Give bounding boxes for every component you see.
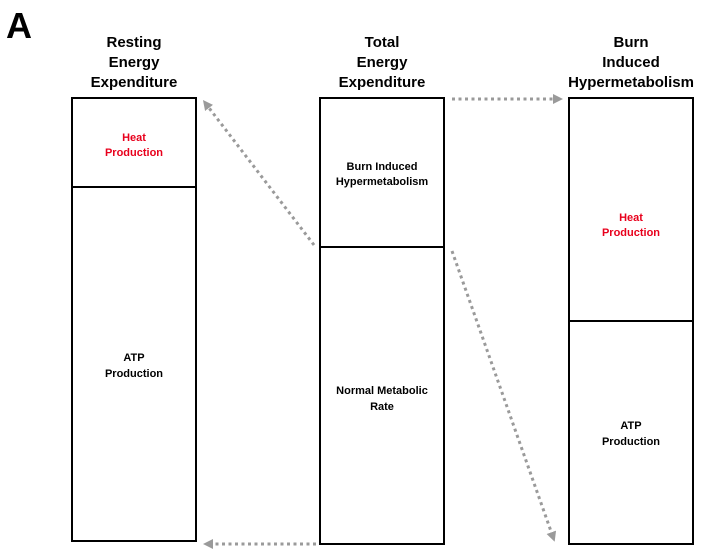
svg-text:Hypermetabolism: Hypermetabolism [336,176,429,188]
dotted-arrow-to-burn-bottom [450,250,557,542]
panel-label: A [6,5,32,46]
dotted-arrow-to-resting-top [202,100,316,246]
svg-text:Hypermetabolism: Hypermetabolism [568,74,694,91]
column-title-resting: Resting Energy Expenditure [91,34,178,91]
svg-text:Resting: Resting [106,34,161,51]
svg-text:Induced: Induced [602,54,660,71]
atp-production-label: ATP [123,352,144,364]
total-energy-bar: Burn Induced Hypermetabolism Normal Meta… [319,97,445,545]
svg-text:Production: Production [602,227,660,239]
svg-text:Expenditure: Expenditure [91,74,178,91]
heat-production-label: Heat [122,132,146,144]
svg-text:Burn: Burn [614,34,649,51]
svg-text:Production: Production [105,147,163,159]
svg-text:Production: Production [105,368,163,380]
resting-energy-bar: Heat Production ATP Production [71,97,197,542]
atp-production-label: ATP [620,420,641,432]
svg-text:Expenditure: Expenditure [339,74,426,91]
column-title-burn: Burn Induced Hypermetabolism [568,34,694,91]
burn-hypermetabolism-label: Burn Induced [347,161,418,173]
heat-production-label: Heat [619,212,643,224]
column-title-total: Total Energy Expenditure [339,34,426,91]
burn-hypermetabolism-bar: Heat Production ATP Production [568,97,694,545]
svg-text:Energy: Energy [109,54,161,71]
svg-text:Production: Production [602,436,660,448]
svg-text:Total: Total [365,34,400,51]
svg-text:Rate: Rate [370,401,394,413]
normal-metabolic-rate-label: Normal Metabolic [336,385,428,397]
svg-text:Energy: Energy [357,54,409,71]
